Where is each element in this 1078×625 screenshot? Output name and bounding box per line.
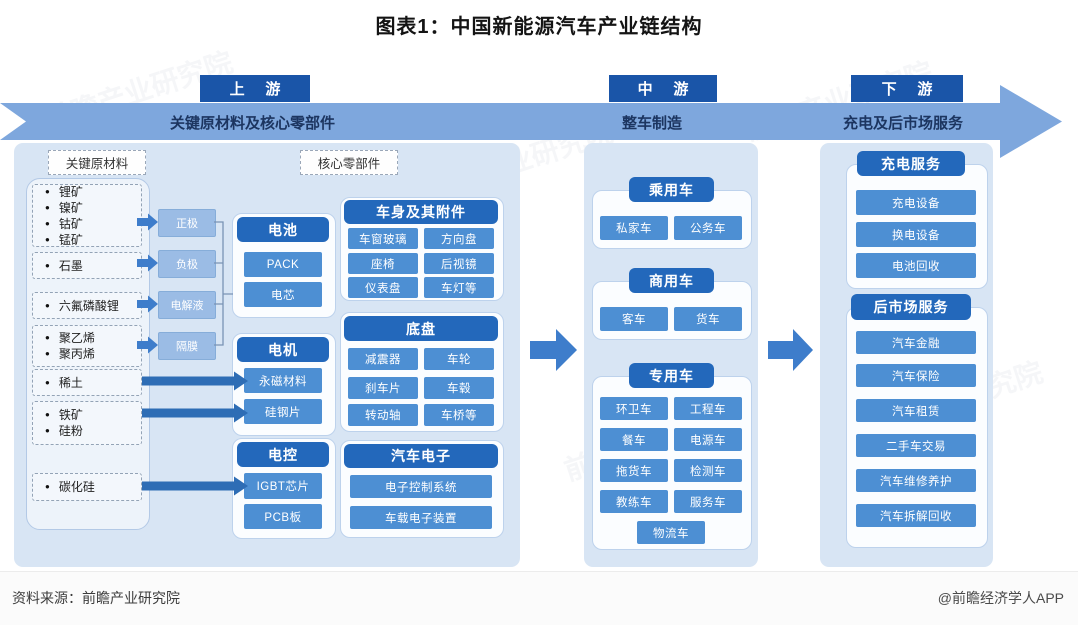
passenger-item: 私家车 bbox=[600, 216, 668, 240]
special-item: 环卫车 bbox=[600, 397, 668, 420]
raw-group-iron-silicon: 铁矿 硅粉 bbox=[32, 401, 142, 445]
commercial-item: 客车 bbox=[600, 307, 668, 331]
motor-item: 永磁材料 bbox=[244, 368, 322, 393]
body-item: 座椅 bbox=[348, 253, 418, 274]
special-item: 教练车 bbox=[600, 490, 668, 513]
raw-item: 聚丙烯 bbox=[33, 347, 141, 361]
chassis-item: 刹车片 bbox=[348, 377, 418, 399]
special-item: 检测车 bbox=[674, 459, 742, 482]
connector-anode: 负极 bbox=[158, 250, 216, 278]
raw-materials-caption: 关键原材料 bbox=[48, 150, 146, 175]
aftermarket-item: 汽车保险 bbox=[856, 364, 976, 387]
battery-item: PACK bbox=[244, 252, 322, 277]
band-label-upstream: 关键原材料及核心零部件 bbox=[170, 115, 336, 132]
passenger-item: 公务车 bbox=[674, 216, 742, 240]
body-item: 方向盘 bbox=[424, 228, 494, 249]
raw-item: 铁矿 bbox=[33, 408, 141, 422]
chassis-item: 车毂 bbox=[424, 377, 494, 399]
chassis-item: 车轮 bbox=[424, 348, 494, 370]
raw-item: 锰矿 bbox=[33, 233, 141, 247]
body-item: 车窗玻璃 bbox=[348, 228, 418, 249]
passenger-card-title: 乘用车 bbox=[629, 177, 714, 202]
commercial-item: 货车 bbox=[674, 307, 742, 331]
body-card-title: 车身及其附件 bbox=[344, 200, 498, 224]
aftermarket-item: 汽车金融 bbox=[856, 331, 976, 354]
raw-group-sic: 碳化硅 bbox=[32, 473, 142, 501]
connector-cathode: 正极 bbox=[158, 209, 216, 237]
footer: 资料来源：前瞻产业研究院 @前瞻经济学人APP bbox=[0, 571, 1078, 625]
battery-item: 电芯 bbox=[244, 282, 322, 307]
motor-item: 硅钢片 bbox=[244, 399, 322, 424]
aftermarket-item: 汽车租赁 bbox=[856, 399, 976, 422]
charging-item: 充电设备 bbox=[856, 190, 976, 215]
raw-item: 镍矿 bbox=[33, 201, 141, 215]
raw-group-polymers: 聚乙烯 聚丙烯 bbox=[32, 325, 142, 367]
motor-card-title: 电机 bbox=[237, 337, 329, 362]
special-item: 物流车 bbox=[637, 521, 705, 544]
chassis-card-title: 底盘 bbox=[344, 316, 498, 341]
raw-group-rare-earth: 稀土 bbox=[32, 369, 142, 396]
raw-item: 六氟磷酸锂 bbox=[33, 299, 141, 313]
chassis-item: 车桥等 bbox=[424, 404, 494, 426]
control-item: IGBT芯片 bbox=[244, 473, 322, 499]
charging-item: 电池回收 bbox=[856, 253, 976, 278]
credit-text: @前瞻经济学人APP bbox=[937, 590, 1064, 606]
special-item: 餐车 bbox=[600, 428, 668, 451]
body-item: 车灯等 bbox=[424, 277, 494, 298]
electronics-item: 电子控制系统 bbox=[350, 475, 492, 498]
stage-midstream: 中 游 bbox=[609, 75, 717, 102]
page-title: 图表1：中国新能源汽车产业链结构 bbox=[375, 16, 703, 38]
raw-item: 稀土 bbox=[33, 376, 141, 390]
special-item: 电源车 bbox=[674, 428, 742, 451]
raw-item: 碳化硅 bbox=[33, 480, 141, 494]
band-label-downstream: 充电及后市场服务 bbox=[843, 115, 964, 132]
raw-group-graphite: 石墨 bbox=[32, 252, 142, 279]
commercial-card-title: 商用车 bbox=[629, 268, 714, 293]
charging-item: 换电设备 bbox=[856, 222, 976, 247]
aftermarket-card-title: 后市场服务 bbox=[851, 294, 971, 320]
raw-group-electrolyte-salt: 六氟磷酸锂 bbox=[32, 292, 142, 319]
source-text: 资料来源：前瞻产业研究院 bbox=[12, 590, 180, 606]
raw-item: 钴矿 bbox=[33, 217, 141, 231]
body-item: 仪表盘 bbox=[348, 277, 418, 298]
control-card-title: 电控 bbox=[237, 442, 329, 467]
raw-group-mines: 锂矿 镍矿 钴矿 锰矿 bbox=[32, 184, 142, 247]
band-label-midstream: 整车制造 bbox=[622, 115, 683, 132]
stage-downstream: 下 游 bbox=[851, 75, 963, 102]
aftermarket-item: 二手车交易 bbox=[856, 434, 976, 457]
chassis-item: 减震器 bbox=[348, 348, 418, 370]
control-item: PCB板 bbox=[244, 504, 322, 529]
connector-separator: 隔膜 bbox=[158, 332, 216, 360]
aftermarket-item: 汽车拆解回收 bbox=[856, 504, 976, 527]
stage-upstream: 上 游 bbox=[200, 75, 310, 102]
electronics-item: 车载电子装置 bbox=[350, 506, 492, 529]
chassis-item: 转动轴 bbox=[348, 404, 418, 426]
raw-item: 硅粉 bbox=[33, 424, 141, 438]
raw-item: 聚乙烯 bbox=[33, 331, 141, 345]
charging-card-title: 充电服务 bbox=[857, 151, 965, 176]
core-components-caption: 核心零部件 bbox=[300, 150, 398, 175]
raw-item: 石墨 bbox=[33, 259, 141, 273]
aftermarket-item: 汽车维修养护 bbox=[856, 469, 976, 492]
special-item: 工程车 bbox=[674, 397, 742, 420]
special-item: 拖货车 bbox=[600, 459, 668, 482]
electronics-card-title: 汽车电子 bbox=[344, 444, 498, 468]
special-item: 服务车 bbox=[674, 490, 742, 513]
battery-card-title: 电池 bbox=[237, 217, 329, 242]
special-card-title: 专用车 bbox=[629, 363, 714, 388]
connector-electrolyte: 电解液 bbox=[158, 291, 216, 319]
body-item: 后视镜 bbox=[424, 253, 494, 274]
raw-item: 锂矿 bbox=[33, 185, 141, 199]
